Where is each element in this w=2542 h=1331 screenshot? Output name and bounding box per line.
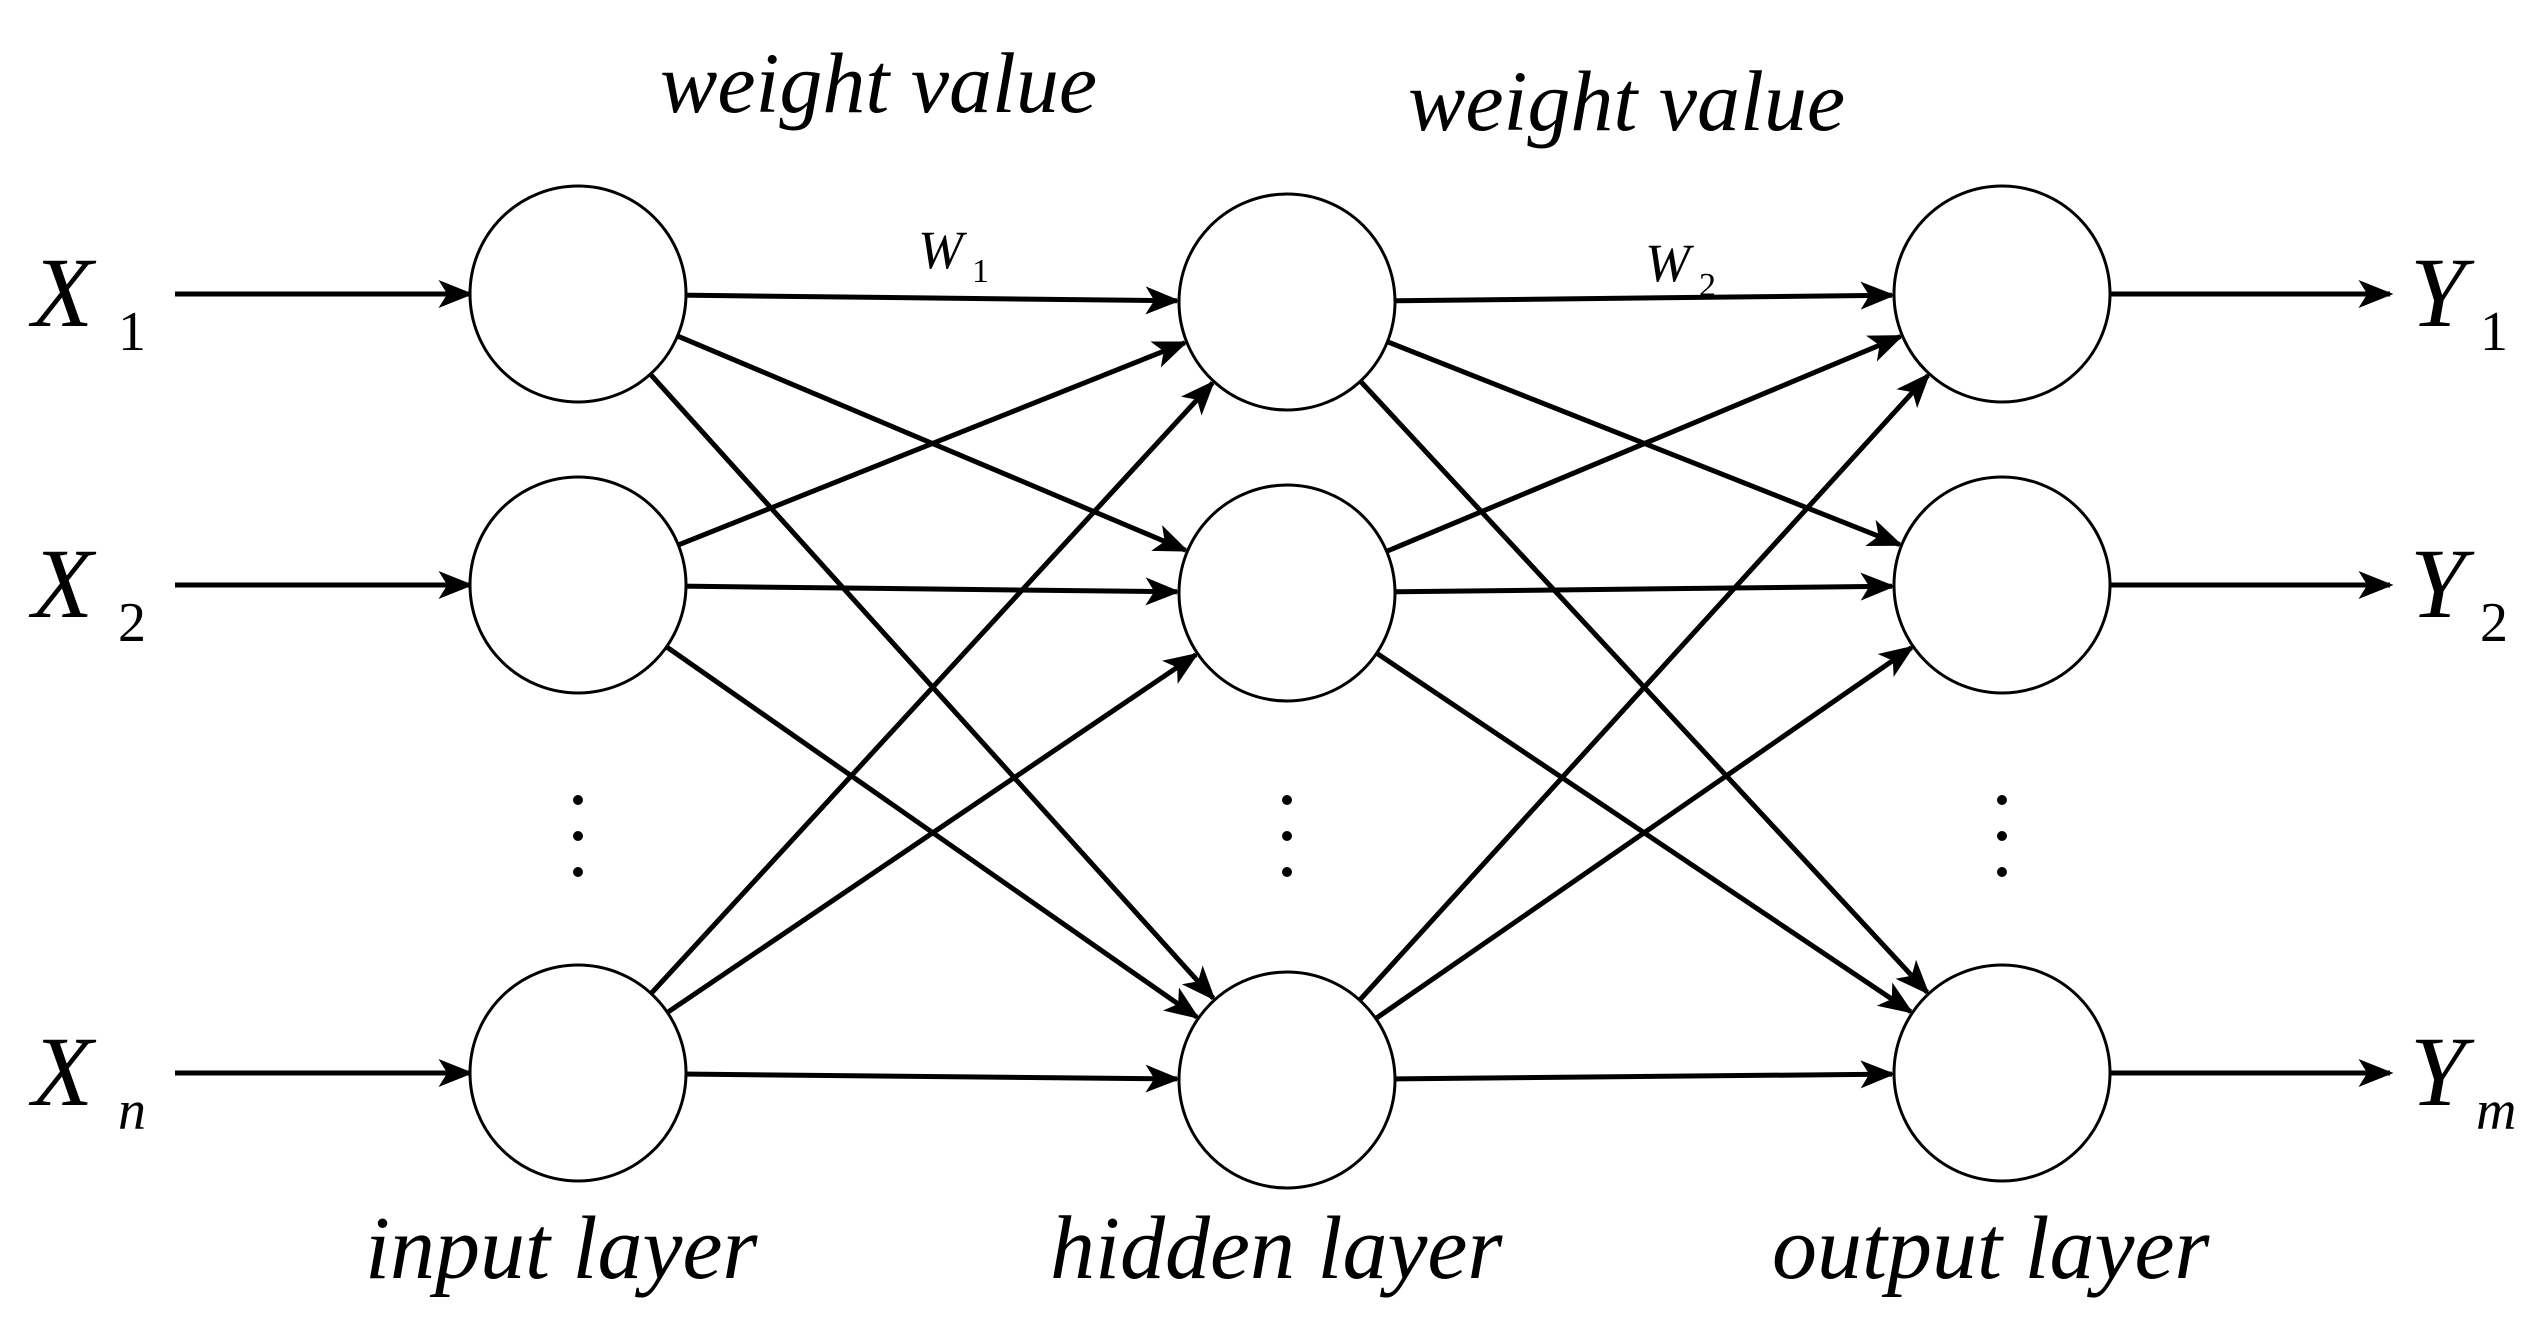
edge-hidden-3-to-output-3	[1390, 1060, 1896, 1089]
connection-edges	[645, 281, 1931, 1093]
input-node-1	[468, 184, 688, 404]
input-label-xn: X n	[28, 1016, 146, 1142]
ellipsis-dot	[1282, 795, 1292, 805]
output-arrows	[2110, 280, 2394, 1087]
ellipsis-dot	[573, 831, 583, 841]
ym-letter: Y	[2410, 1016, 2475, 1127]
ellipsis-dot	[1282, 867, 1292, 877]
x2-letter: X	[28, 528, 97, 639]
x1-subscript: 1	[118, 301, 146, 363]
w2-subscript: 2	[1699, 267, 1716, 304]
x1-letter: X	[28, 237, 97, 348]
hidden-node-1	[1177, 192, 1397, 412]
output-label-y2: Y 2	[2410, 528, 2508, 654]
ellipsis-dot	[1997, 831, 2007, 841]
hidden-layer-label: hidden layer	[1050, 1199, 1503, 1298]
weight-value-heading-left: weight value	[660, 35, 1097, 131]
x2-subscript: 2	[118, 592, 146, 654]
ellipsis-dot	[1997, 795, 2007, 805]
edge-hidden-3-to-output-1	[1355, 372, 1931, 1005]
edge-input-2-to-hidden-1	[673, 340, 1189, 549]
ellipsis-hidden	[1282, 795, 1292, 877]
edge-input-2-to-hidden-3	[661, 642, 1200, 1020]
input-label-x1: X 1	[28, 237, 146, 363]
output-layer-nodes	[1892, 184, 2112, 1183]
edge-input-1-to-hidden-3	[645, 369, 1216, 1001]
output-node-2	[1892, 475, 2112, 695]
weight-value-heading-right: weight value	[1408, 53, 1845, 149]
output-node-1	[1892, 184, 2112, 404]
y1-letter: Y	[2410, 237, 2475, 348]
edge-input-3-to-hidden-2	[662, 652, 1199, 1017]
edge-hidden-1-to-output-3	[1355, 376, 1930, 995]
y2-subscript: 2	[2480, 592, 2508, 654]
input-label-x2: X 2	[28, 528, 146, 654]
edge-hidden-2-to-output-1	[1381, 334, 1904, 556]
hidden-layer-nodes	[1177, 192, 1397, 1190]
w1-letter: W	[918, 220, 968, 280]
input-layer-nodes	[468, 184, 688, 1183]
input-arrows	[175, 280, 474, 1087]
ellipsis-dot	[1282, 831, 1292, 841]
weight-label-w1: W 1	[918, 220, 989, 290]
xn-subscript: n	[118, 1080, 146, 1142]
edge-hidden-3-to-output-2	[1371, 645, 1915, 1023]
ellipsis-dot	[1997, 867, 2007, 877]
ym-subscript: m	[2476, 1080, 2516, 1142]
edge-input-1-to-hidden-1	[681, 286, 1181, 315]
output-node-m	[1892, 963, 2112, 1183]
edge-hidden-1-to-output-1	[1390, 281, 1896, 310]
ellipsis-dot	[573, 795, 583, 805]
edge-hidden-2-to-output-2	[1390, 572, 1896, 601]
w2-letter: W	[1645, 233, 1695, 293]
input-node-n	[468, 963, 688, 1183]
edge-input-3-to-hidden-1	[646, 380, 1215, 999]
edge-input-3-to-hidden-3	[681, 1064, 1181, 1093]
ellipsis-dot	[573, 867, 583, 877]
input-node-2	[468, 475, 688, 695]
hidden-node-2	[1177, 483, 1397, 703]
ellipsis-output	[1997, 795, 2007, 877]
output-layer-label: output layer	[1772, 1199, 2210, 1298]
y1-subscript: 1	[2480, 301, 2508, 363]
input-layer-label: input layer	[365, 1199, 758, 1298]
y2-letter: Y	[2410, 528, 2475, 639]
xn-letter: X	[28, 1016, 97, 1127]
output-label-ym: Y m	[2410, 1016, 2516, 1142]
weight-label-w2: W 2	[1645, 233, 1716, 304]
output-label-y1: Y 1	[2410, 237, 2508, 363]
w1-subscript: 1	[972, 253, 989, 290]
ellipsis-input	[573, 795, 583, 877]
edge-input-2-to-hidden-2	[681, 577, 1181, 606]
hidden-node-n	[1177, 970, 1397, 1190]
